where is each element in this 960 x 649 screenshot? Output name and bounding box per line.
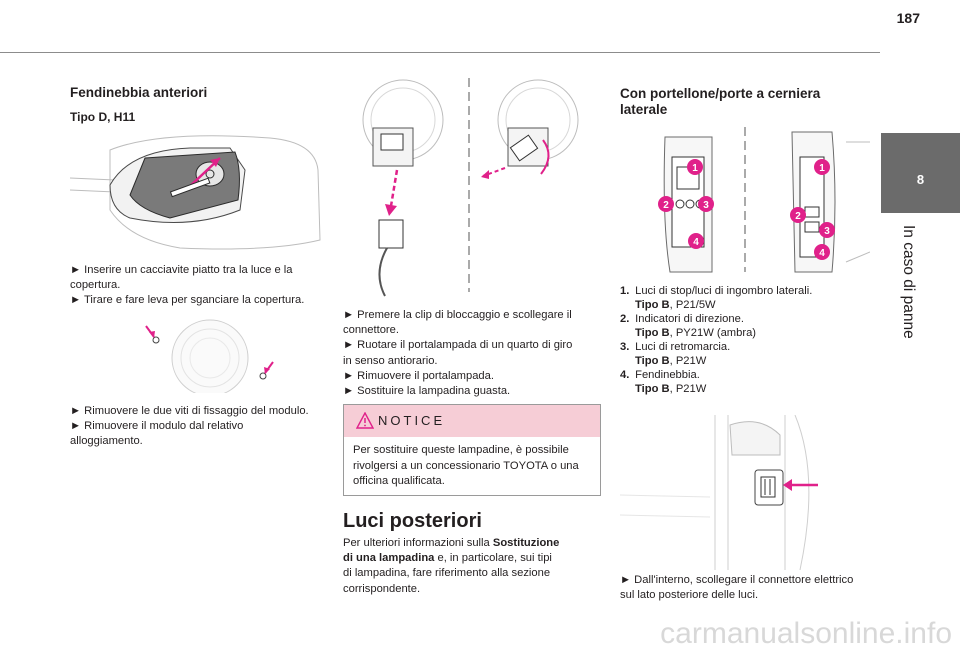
notice-box: NOTICE Per sostituire queste lampadine, … <box>343 404 601 496</box>
section-title-rear-lights: Luci posteriori <box>343 510 482 532</box>
connector-inside-illustration <box>620 415 818 570</box>
callout-2: 2 <box>663 200 669 211</box>
callout-4: 4 <box>693 237 699 248</box>
section-heading-front-fog: Fendinebbia anteriori <box>70 85 208 100</box>
watermark-logo: carmanualsonline.info <box>660 617 952 649</box>
list-item: 4. Fendinebbia. Tipo B, P21W <box>620 369 707 395</box>
front-fog-steps-1: ► Inserire un cacciavite piatto tra la l… <box>70 264 305 307</box>
page-number: 187 <box>896 10 920 26</box>
connector-steps: ► Dall'interno, scollegare il connettore… <box>620 574 854 602</box>
list-item: 1. Luci di stop/luci di ingombro lateral… <box>620 285 813 311</box>
section-subheading-type: Tipo D, H11 <box>70 110 136 124</box>
warning-icon <box>356 412 374 429</box>
chapter-tab[interactable] <box>881 133 960 213</box>
notice-title: NOTICE <box>378 413 446 428</box>
bulb-replace-steps: ► Premere la clip di bloccaggio e scolle… <box>343 309 573 398</box>
callout-1: 1 <box>819 163 825 174</box>
callout-1: 1 <box>692 163 698 174</box>
callout-4: 4 <box>819 248 825 259</box>
list-item: 3. Luci di retromarcia. Tipo B, P21W <box>620 341 731 367</box>
chapter-number: 8 <box>916 172 925 187</box>
notice-header: NOTICE <box>344 405 600 437</box>
rear-lamp-layout-illustration: 1 2 3 4 1 2 3 4 <box>658 127 870 273</box>
front-fog-steps-2: ► Rimuovere le due viti di fissaggio del… <box>70 405 309 448</box>
fog-cover-illustration <box>70 135 321 250</box>
connector-bulb-illustration <box>362 78 579 297</box>
header-divider <box>0 52 880 53</box>
callout-3: 3 <box>703 200 709 211</box>
svg-text:carmanualsonline.info: carmanualsonline.info <box>660 617 952 649</box>
rear-lights-paragraph: Per ulteriori informazioni sulla Sostitu… <box>343 537 560 595</box>
chapter-label: In caso di panne <box>900 225 917 339</box>
notice-text: Per sostituire queste lampadine, è possi… <box>353 444 579 487</box>
section-heading-tailgate: Con portellone/porte a cerniera laterale <box>620 86 821 117</box>
bulb-type-list: 1. Luci di stop/luci di ingombro lateral… <box>620 284 870 396</box>
fog-module-screws-illustration <box>145 319 274 393</box>
list-item: 2. Indicatori di direzione. Tipo B, PY21… <box>620 313 757 339</box>
callout-2: 2 <box>795 211 801 222</box>
callout-3: 3 <box>824 226 830 237</box>
